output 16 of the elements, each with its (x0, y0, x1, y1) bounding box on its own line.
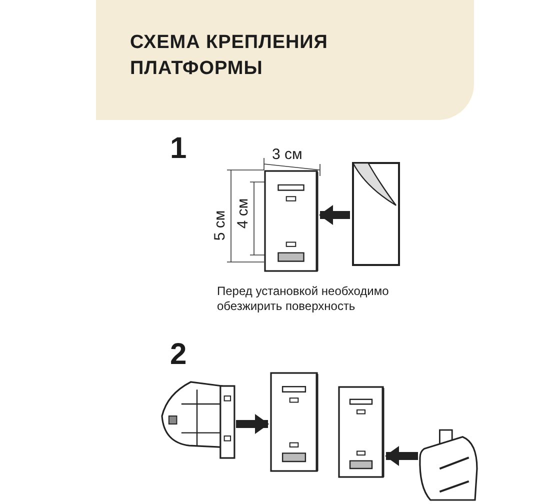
title: СХЕМА КРЕПЛЕНИЯ ПЛАТФОРМЫ (130, 31, 329, 81)
bracket-drawing (158, 380, 236, 460)
note-text: Перед установкой необходимо обезжирить поверхность (217, 284, 390, 314)
mounting-plate-drawing (336, 384, 386, 480)
dimension-label: 5 см (212, 210, 228, 241)
arrow (319, 205, 350, 225)
dimension-label: 4 см (236, 198, 251, 229)
arrow (236, 414, 269, 434)
mounting-plate-drawing (262, 168, 320, 274)
mounting-plate-drawing (268, 370, 320, 474)
step-number: 1 (170, 134, 187, 164)
bracket-drawing (418, 428, 480, 502)
step-number: 2 (170, 340, 187, 370)
adhesive-sticker-drawing (350, 160, 402, 268)
dimension-label: 3 см (272, 147, 302, 162)
arrow (385, 446, 418, 466)
